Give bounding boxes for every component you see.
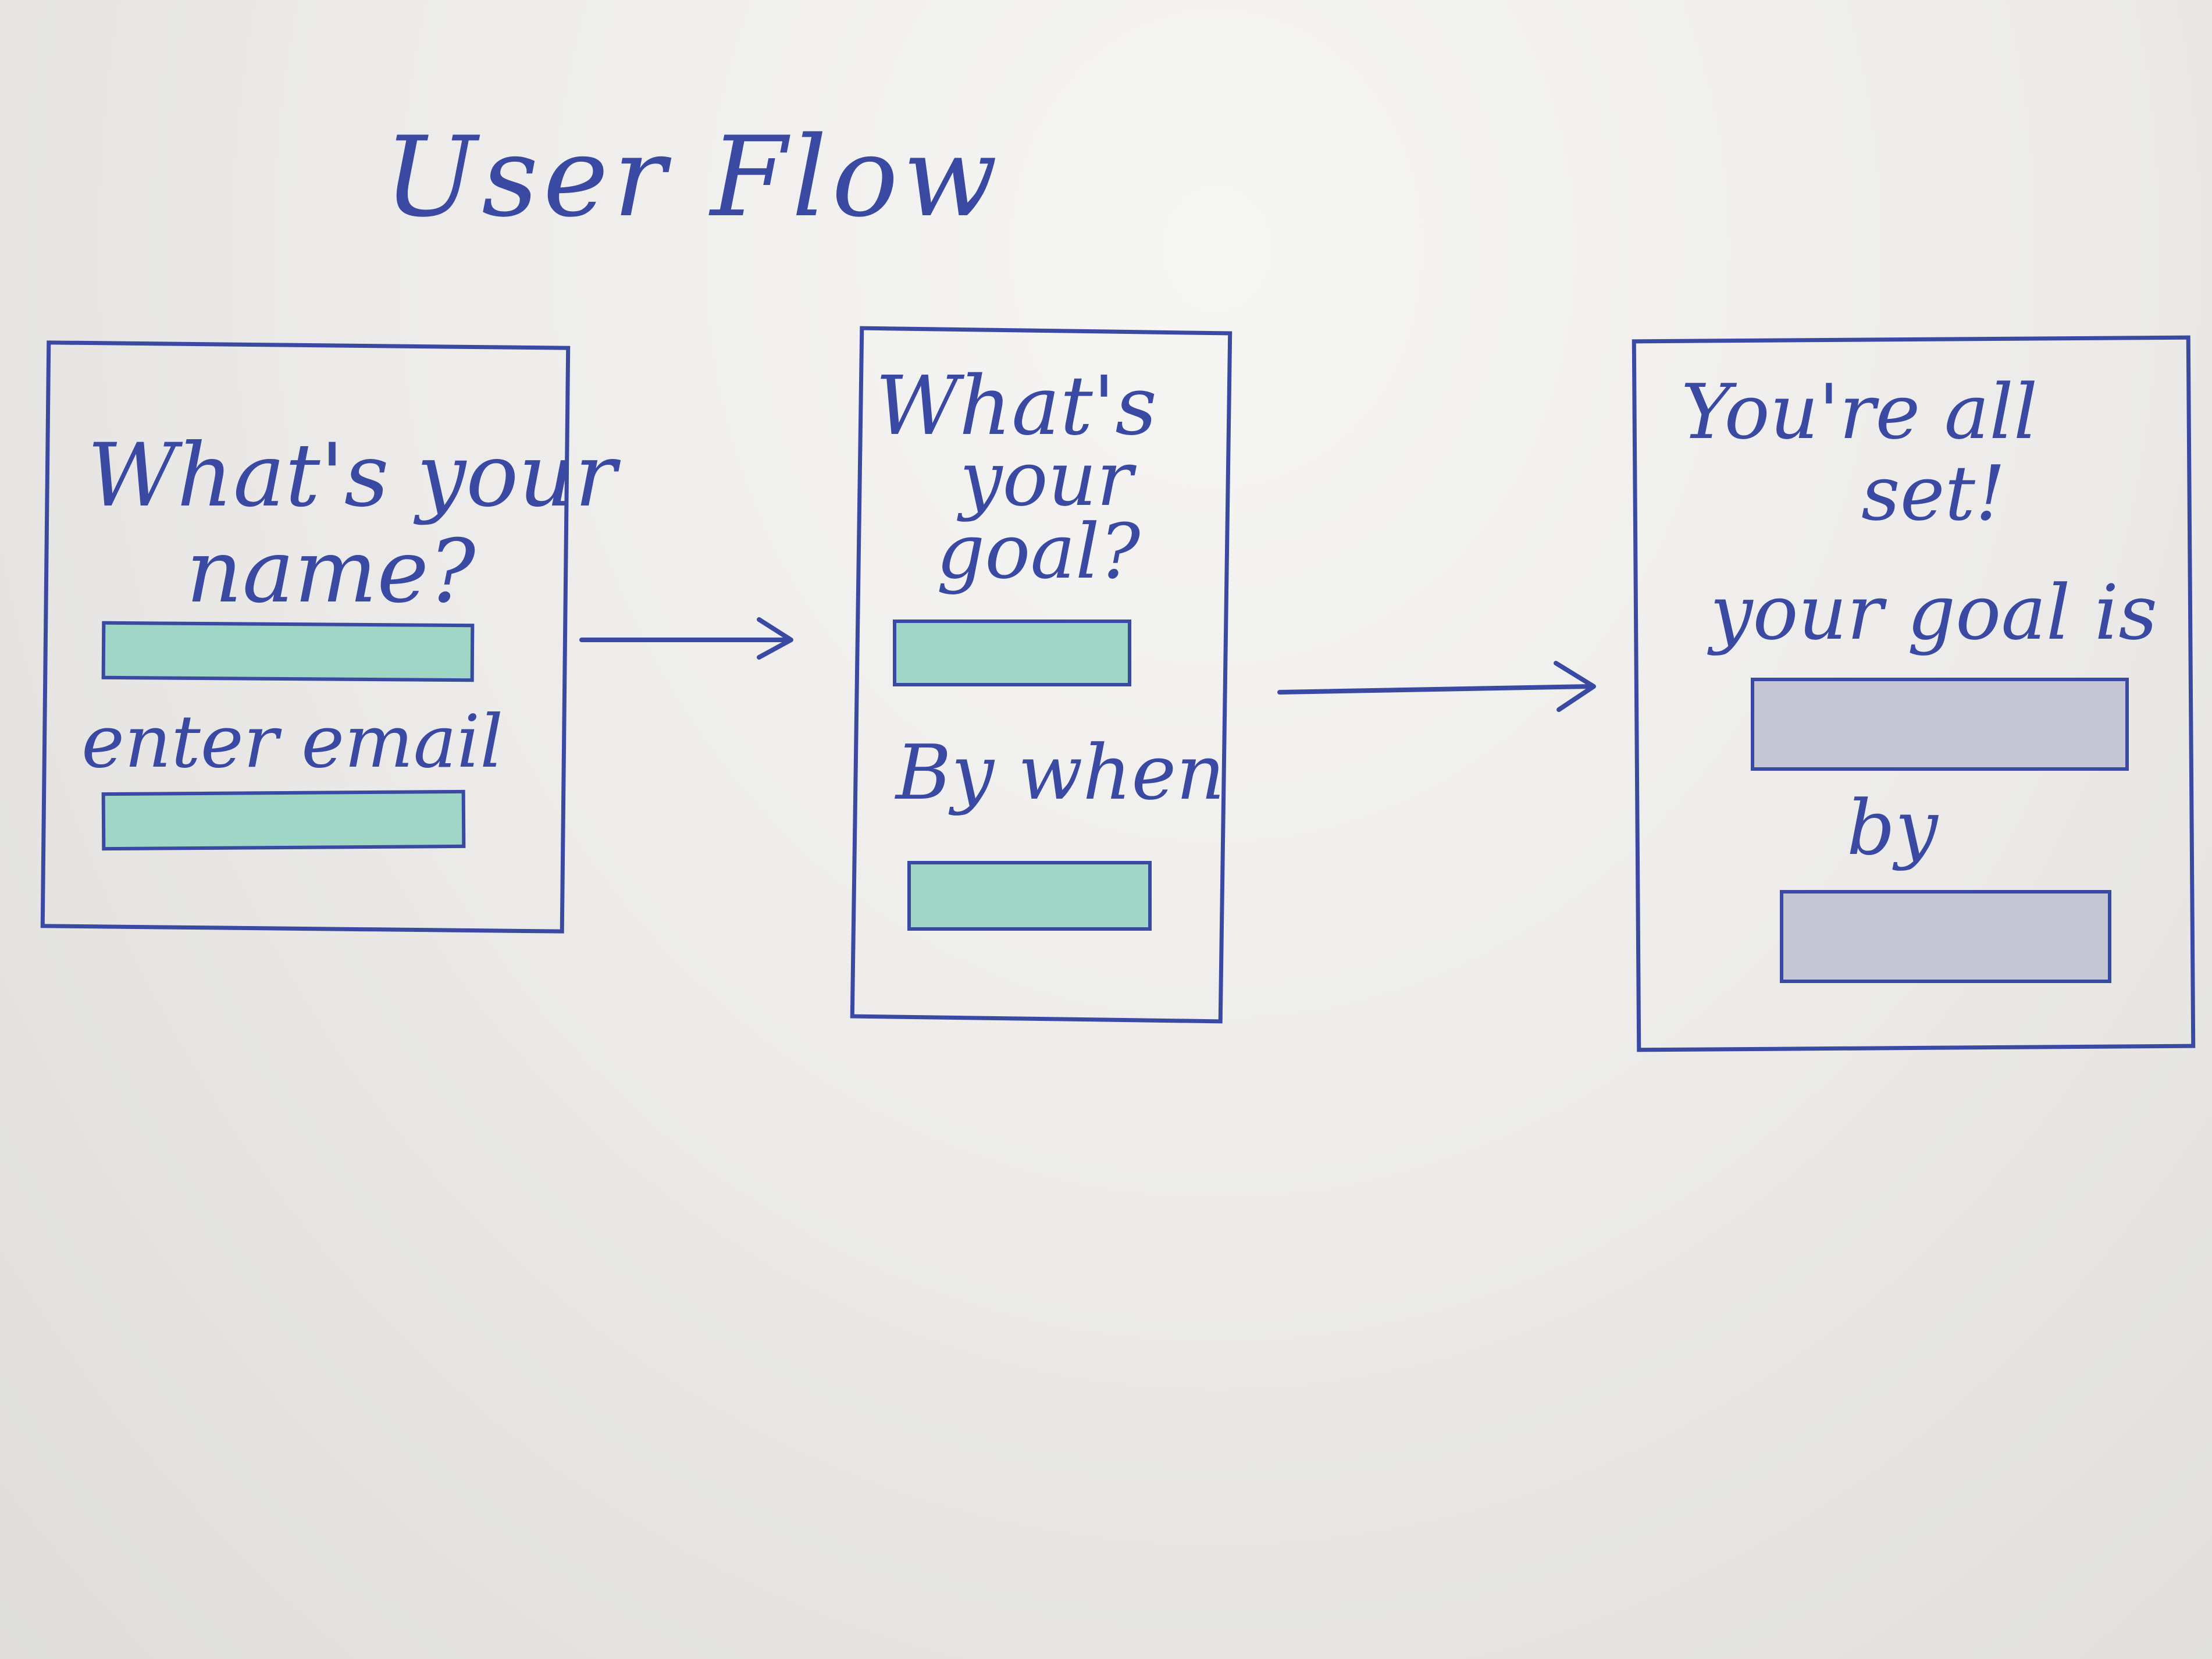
screen-3-goal-field[interactable] [1751,678,2129,771]
screen-2-deadline-field[interactable] [907,861,1152,931]
screen-1-email-label: enter email [81,700,504,784]
screen-1-question-line2: name? [186,521,476,622]
screen-3-by-label: by [1847,784,1938,872]
screen-3-heading-line1: You're all [1681,368,2038,456]
screen-2-deadline-label: By when [896,728,1225,817]
screen-2-goal-field[interactable] [893,620,1131,686]
screen-3-date-field[interactable] [1780,890,2111,983]
screen-2-question-line3: goal? [936,507,1141,596]
diagram-title: User Flow [384,113,1002,241]
arrow-2-to-3 [1277,661,1596,712]
screen-3-heading-line2: set! [1861,449,2006,537]
arrow-1-to-2 [579,617,793,660]
screen-2-question-line1: What's [875,359,1157,454]
screen-3-goal-label: your goal is [1710,568,2158,657]
screen-2-question-line2: your [960,435,1133,523]
screen-1-question-line1: What's your [87,425,617,526]
